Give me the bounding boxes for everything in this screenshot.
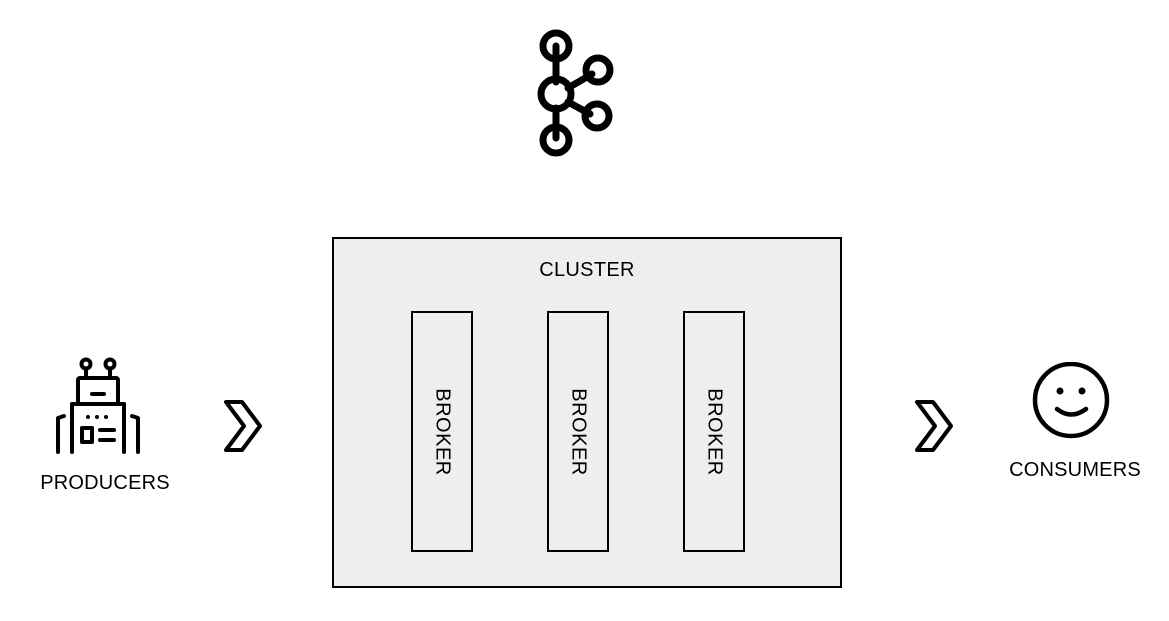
broker-box: BROKER (411, 311, 473, 552)
broker-label: BROKER (431, 387, 454, 476)
cluster-box: CLUSTER BROKER BROKER BROKER (332, 237, 842, 588)
chevron-right-icon (915, 400, 953, 452)
broker-label: BROKER (703, 387, 726, 476)
broker-box: BROKER (683, 311, 745, 552)
chevron-right-icon (224, 400, 262, 452)
cluster-label: CLUSTER (539, 259, 635, 281)
broker-label: BROKER (567, 387, 590, 476)
kafka-logo-icon (537, 29, 614, 157)
smiley-face-icon (1032, 362, 1110, 439)
producers-label: PRODUCERS (40, 472, 170, 494)
robot-icon (56, 357, 140, 454)
consumers-label: CONSUMERS (1009, 459, 1141, 481)
broker-box: BROKER (547, 311, 609, 552)
